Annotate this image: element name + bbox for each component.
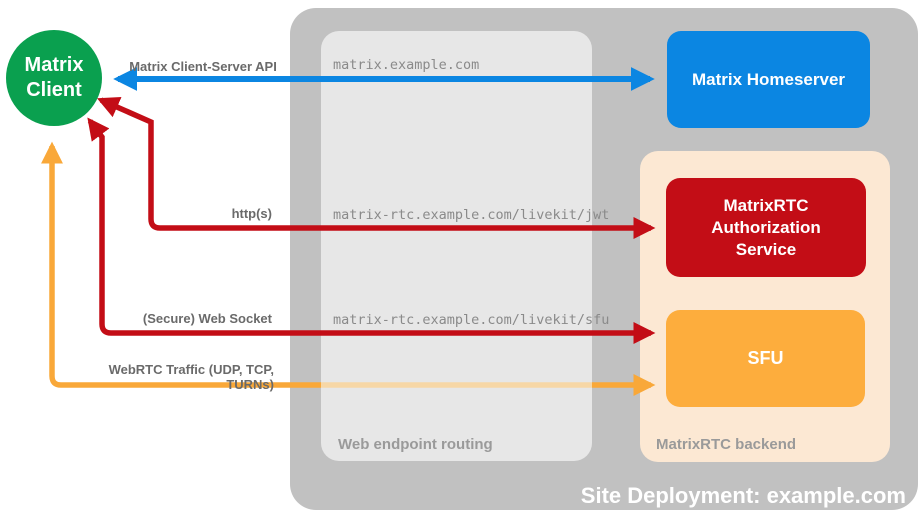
matrix-homeserver-node: Matrix Homeserver — [667, 31, 870, 128]
sfu-node: SFU — [666, 310, 865, 407]
web-endpoint-routing-caption: Web endpoint routing — [338, 436, 493, 453]
matrix-client-label-line1: Matrix — [24, 54, 84, 76]
matrixrtc-authorization-service-label: MatrixRTC Authorization Service — [711, 195, 821, 259]
route-livekit-sfu: matrix-rtc.example.com/livekit/sfu — [333, 312, 610, 328]
label-https: http(s) — [231, 206, 272, 221]
label-secure-web-socket: (Secure) Web Socket — [142, 311, 272, 326]
site-deployment-caption: Site Deployment: example.com — [580, 483, 906, 508]
matrix-client-node: Matrix Client — [6, 30, 102, 126]
route-livekit-jwt: matrix-rtc.example.com/livekit/jwt — [333, 207, 610, 223]
matrixrtc-backend-caption: MatrixRTC backend — [656, 436, 797, 453]
matrix-client-label-line2: Client — [26, 79, 82, 101]
matrixrtc-authorization-service-node: MatrixRTC Authorization Service — [666, 178, 866, 277]
arrow-webrtc-start — [41, 141, 321, 388]
matrix-homeserver-label: Matrix Homeserver — [691, 69, 846, 89]
route-matrix-example-com: matrix.example.com — [333, 57, 480, 73]
sfu-label: SFU — [747, 348, 784, 368]
label-webrtc-traffic: WebRTC Traffic (UDP, TCP, TURNs) — [108, 362, 274, 392]
label-client-server-api: Matrix Client-Server API — [129, 59, 277, 74]
web-endpoint-routing-container — [321, 31, 592, 461]
